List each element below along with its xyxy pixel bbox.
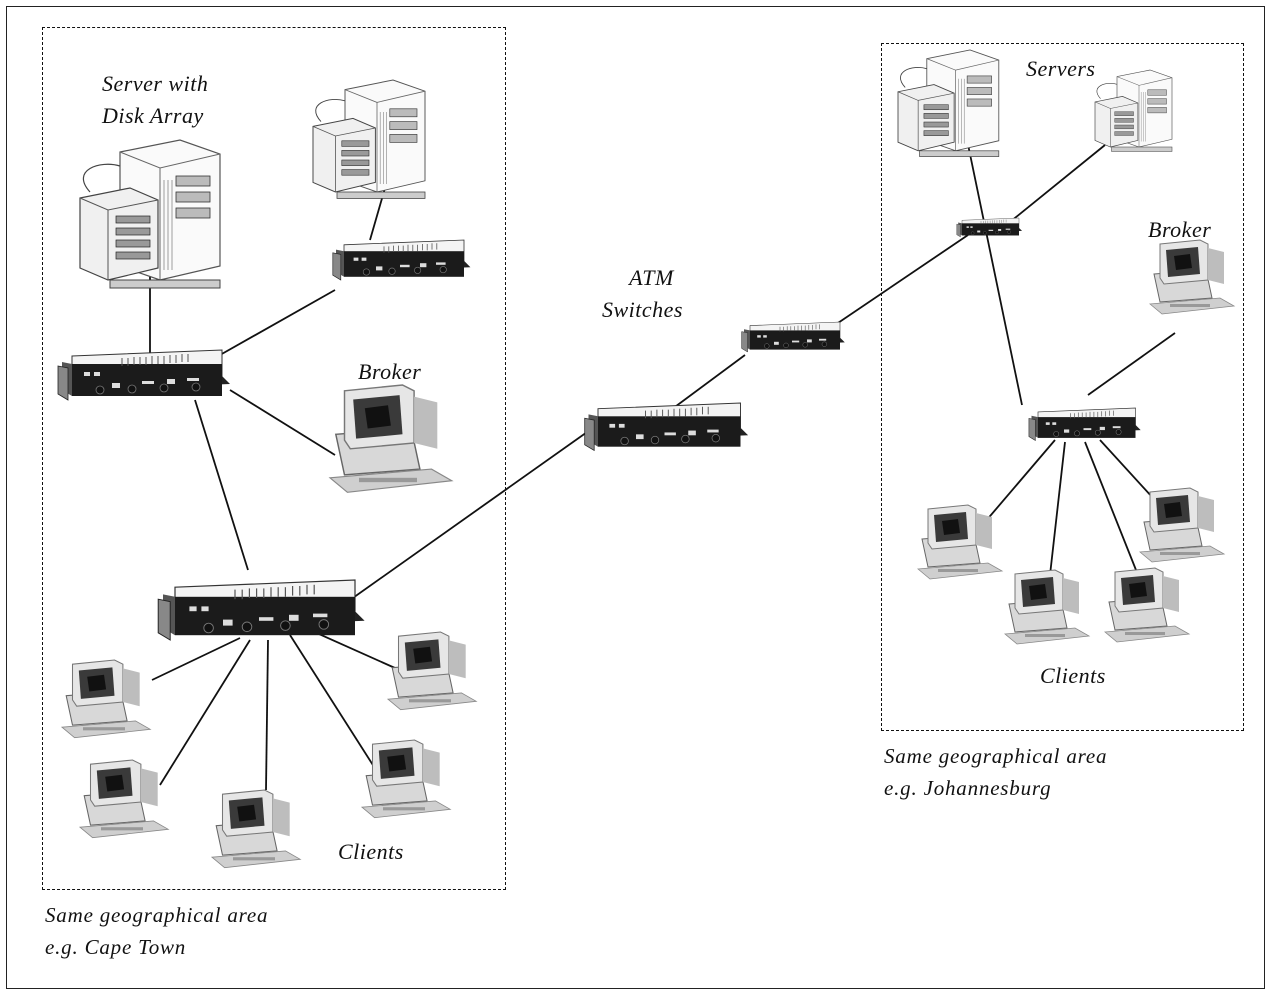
client-computer-icon xyxy=(1140,488,1224,562)
atm-switches-label: ATM Switches xyxy=(602,262,683,326)
link-jb-switch-server2 xyxy=(1010,145,1105,222)
link-lines xyxy=(150,130,1175,790)
atm-switch-icon xyxy=(957,218,1022,237)
link-core-switch2 xyxy=(220,290,335,355)
server-with-disk-array-icon xyxy=(80,140,220,288)
client-computer-icon xyxy=(362,740,450,818)
link-jb-broker xyxy=(1088,333,1175,395)
johannesburg-broker-label: Broker xyxy=(1148,214,1211,246)
atm-switch-icon xyxy=(158,580,364,640)
client-computer-icon xyxy=(80,760,168,838)
johannesburg-area-label: Same geographical area e.g. Johannesburg xyxy=(884,740,1107,804)
atm-switch-icon xyxy=(742,322,845,352)
server-disk-array-label: Server with Disk Array xyxy=(102,68,208,132)
atm-switch-icon xyxy=(585,403,748,451)
link-atm2-jb-switch xyxy=(835,235,968,325)
client-computer-icon xyxy=(212,790,300,868)
server-tower-icon xyxy=(1095,70,1172,151)
cape-town-area-label: Same geographical area e.g. Cape Town xyxy=(45,899,268,963)
atm-switch-icon xyxy=(333,240,471,280)
client-computer-icon xyxy=(388,632,476,710)
server-tower-icon xyxy=(313,80,425,198)
client-computer-icon xyxy=(62,660,150,738)
link-core-broker xyxy=(230,390,335,455)
link-core-client-switch xyxy=(195,400,248,570)
client-computer-icon xyxy=(1105,568,1189,642)
broker-computer-icon xyxy=(1150,240,1234,314)
cape-town-broker-label: Broker xyxy=(358,356,421,388)
link-jb-server-client-switch xyxy=(965,130,1022,405)
atm-switch-icon xyxy=(58,350,230,400)
broker-computer-icon xyxy=(330,385,452,492)
server-tower-icon xyxy=(898,50,999,157)
client-computer-icon xyxy=(1005,570,1089,644)
atm-switch-icon xyxy=(1029,408,1141,441)
johannesburg-clients-label: Clients xyxy=(1040,660,1106,692)
johannesburg-servers-label: Servers xyxy=(1026,53,1095,85)
cape-town-clients-label: Clients xyxy=(338,836,404,868)
